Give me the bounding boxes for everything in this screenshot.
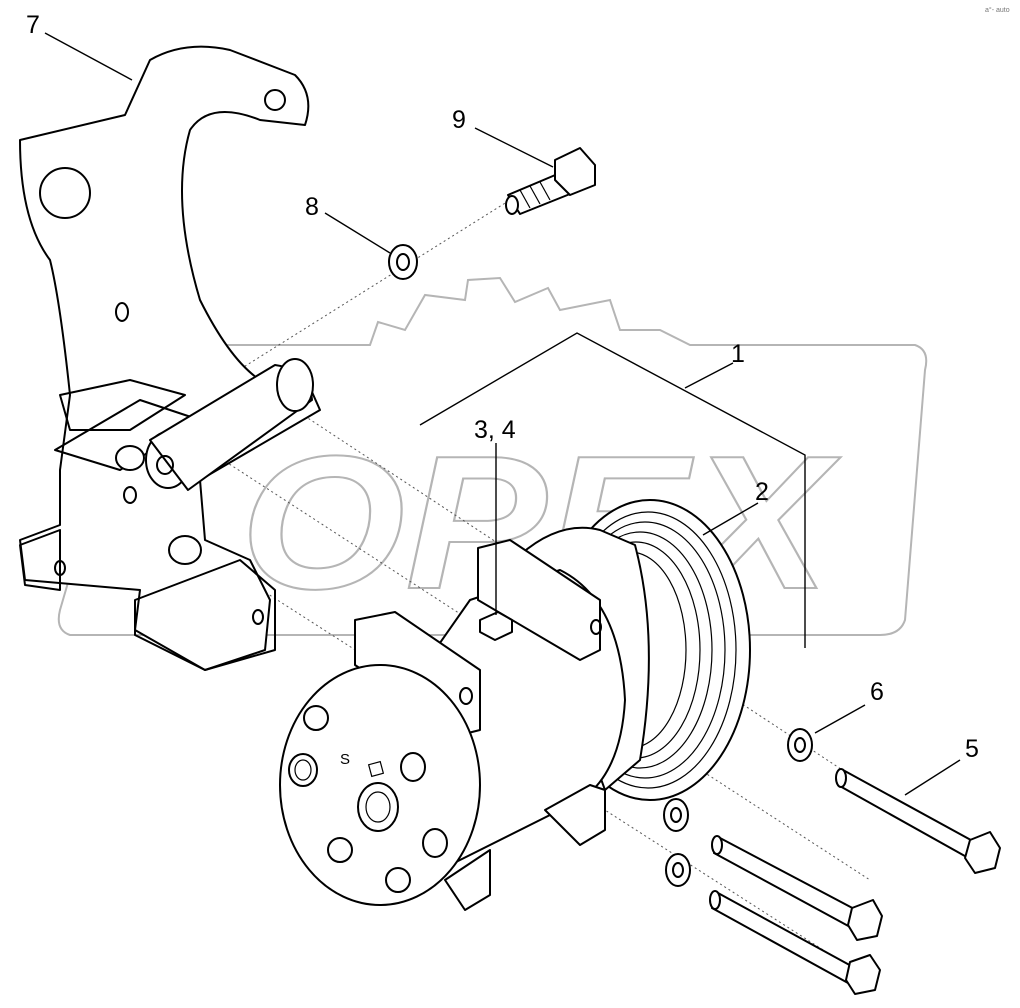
callout-5: 5 [965, 735, 979, 763]
discharge-mark [367, 760, 385, 778]
bolt-lower-1 [711, 835, 883, 941]
callout-6: 6 [870, 678, 884, 706]
callout-7: 7 [26, 11, 40, 39]
corner-mark: a°- auto [985, 6, 1010, 14]
washer-upper [388, 244, 418, 280]
mounting-bracket [19, 45, 321, 671]
leader-lines [44, 32, 961, 796]
callout-8: 8 [305, 193, 319, 221]
callout-2: 2 [755, 478, 769, 506]
kit-bracket [419, 332, 806, 648]
callout-1: 1 [731, 340, 745, 368]
washers-lower [663, 798, 691, 887]
compressor-body: S [279, 539, 626, 911]
bolt-5 [835, 768, 1001, 874]
callout-9: 9 [452, 106, 466, 134]
bolt-lower-2 [709, 890, 881, 995]
callout-3-4: 3, 4 [474, 416, 516, 444]
bolt-upper [505, 147, 596, 215]
assembly-lines [199, 199, 871, 981]
washer-6 [787, 728, 813, 762]
end-cover-bolts [288, 705, 448, 893]
suction-mark: S [340, 751, 350, 768]
callouts: 7 9 8 1 3, 4 2 6 5 [26, 11, 979, 763]
